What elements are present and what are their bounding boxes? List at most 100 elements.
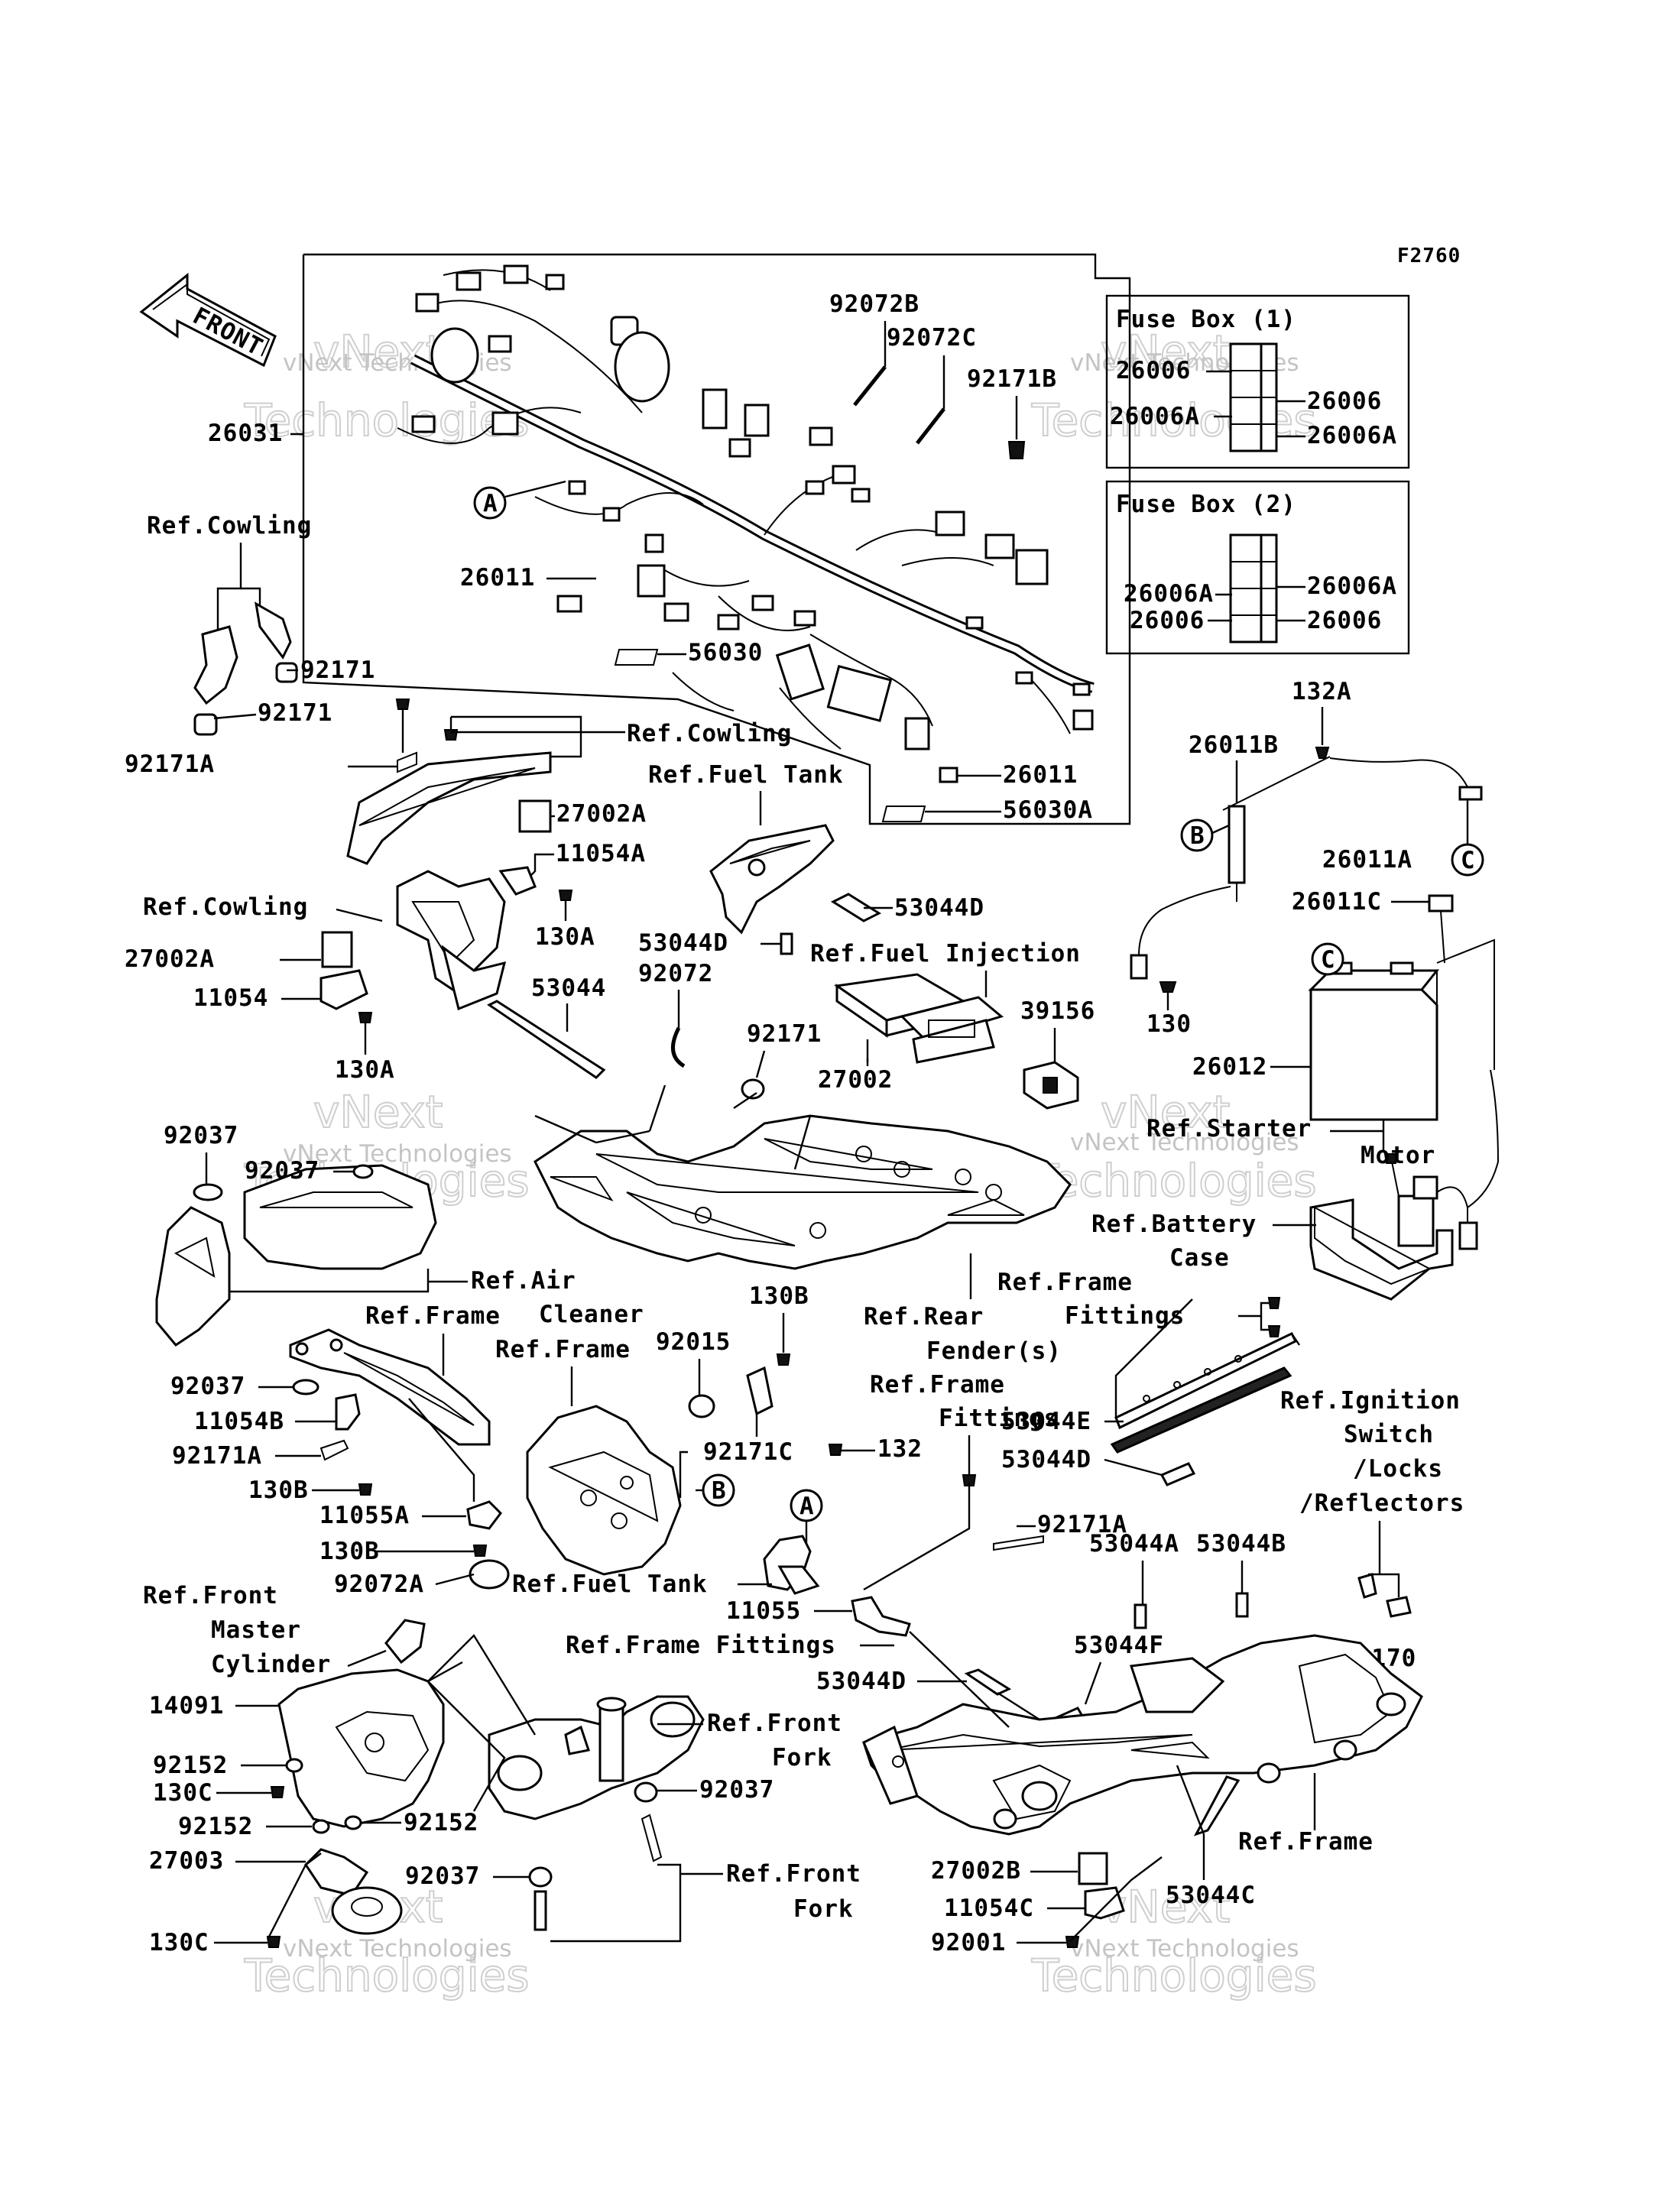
part-label: 53044 <box>531 974 606 1002</box>
part-label: 130 <box>1146 1010 1192 1038</box>
ref-label: /Locks <box>1353 1455 1443 1483</box>
part-label: 53044D <box>894 894 984 922</box>
part-label: 92171 <box>300 656 375 684</box>
ref-label: Ref.Fuel Injection <box>810 940 1081 968</box>
part-label: 130A <box>535 923 595 951</box>
watermark-text: vNext Technologies <box>1070 1935 1299 1963</box>
part-label: 11055 <box>726 1597 801 1625</box>
frame-strips <box>1110 1332 1300 1486</box>
ref-label: Ref.Air <box>471 1267 576 1295</box>
part-label: 92152 <box>404 1809 478 1836</box>
relay-39156 <box>1023 1061 1079 1110</box>
part-label: 53044C <box>1166 1882 1256 1909</box>
ref-label: Ref.Front <box>143 1582 278 1609</box>
part-label: 27003 <box>149 1847 224 1875</box>
part-label: 92072 <box>638 960 713 987</box>
part-label: 53044D <box>816 1668 906 1695</box>
ref-label: Fittings <box>1065 1302 1185 1330</box>
part-label: 132A <box>1292 678 1352 705</box>
part-label: 56030A <box>1003 796 1093 824</box>
frame-bracket <box>289 1328 491 1446</box>
marker-c-circle <box>1311 942 1344 976</box>
fuse-label: 26006A <box>1110 403 1200 430</box>
part-label: 130B <box>749 1282 809 1310</box>
fuse-label: 26006 <box>1116 357 1191 384</box>
part-label: 27002A <box>125 945 215 973</box>
ref-label: Ref.Front <box>726 1860 861 1888</box>
air-cleaner-cover <box>155 1164 437 1347</box>
part-label: 92171A <box>172 1442 262 1470</box>
part-label: 92037 <box>245 1157 319 1185</box>
fuse-box-1: Fuse Box (1) 26006 26006A 26006 26006A <box>1105 294 1410 469</box>
watermark-big: vNext <box>1101 326 1230 378</box>
part-label: 92037 <box>170 1373 245 1400</box>
ecu-unit <box>834 973 1004 1064</box>
ref-label: Ref.Fuel Tank <box>648 761 844 789</box>
part-label: 92072A <box>334 1571 424 1598</box>
ref-label: Fittings <box>939 1405 1059 1432</box>
ref-label: Ref.Cowling <box>143 893 308 921</box>
strip-53044D <box>830 893 882 922</box>
watermark-text: vNext Technologies <box>283 1140 512 1168</box>
ref-label: Fender(s) <box>926 1337 1062 1365</box>
part-label: 26011C <box>1292 888 1382 916</box>
part-label: 53044D <box>1001 1446 1091 1473</box>
rear-fender-frame <box>534 1114 1072 1270</box>
ref-label: Ref.Frame <box>997 1269 1133 1296</box>
ref-label: Case <box>1169 1244 1230 1272</box>
watermark-text: vNext Technologies <box>1070 1129 1299 1156</box>
part-label: 92152 <box>153 1752 228 1779</box>
part-label: 92037 <box>699 1776 774 1804</box>
part-label: 53044D <box>638 929 728 957</box>
watermark-text: vNext Technologies <box>283 1935 512 1963</box>
ref-label: Master <box>211 1616 301 1644</box>
watermark-big: Technologies <box>1031 1950 1317 2002</box>
fuse-box-1-title: Fuse Box (1) <box>1116 306 1296 333</box>
fuse-box-2: Fuse Box (2) 26006A 26006 26006A 26006 <box>1105 480 1410 655</box>
battery <box>1308 938 1500 1208</box>
part-label: 92171A <box>125 750 215 778</box>
part-label: 92001 <box>931 1929 1006 1956</box>
marker-b-label: B <box>712 1477 727 1505</box>
ref-label: Fork <box>772 1744 832 1771</box>
cowling-stay <box>346 715 582 865</box>
ref-label: Ref.Cowling <box>147 512 312 540</box>
ref-label: Ref.Frame <box>1238 1828 1374 1856</box>
part-label: 53044F <box>1074 1632 1164 1659</box>
fuse-label: 26006A <box>1307 422 1397 449</box>
diagram-code: F2760 <box>1397 245 1461 267</box>
watermark-big: Technologies <box>244 394 530 446</box>
wiring-harness <box>397 264 1095 750</box>
ref-label: Ref.Ignition <box>1280 1387 1461 1415</box>
part-label: 39156 <box>1020 997 1095 1025</box>
part-label: 11054B <box>194 1408 284 1435</box>
battery-case <box>1309 1198 1454 1301</box>
part-label: 11054 <box>193 984 268 1012</box>
part-label: 14091 <box>149 1692 224 1720</box>
fuse-label: 26006 <box>1307 607 1382 634</box>
part-label: 26011 <box>1003 761 1078 789</box>
fuel-tank-lower-bracket <box>763 1535 820 1595</box>
frame-side-bracket <box>526 1405 682 1576</box>
part-label: 53044A <box>1089 1530 1179 1558</box>
marker-c-label: C <box>1461 847 1476 874</box>
ref-label: /Reflectors <box>1299 1489 1464 1517</box>
part-label: 92171C <box>703 1438 793 1466</box>
part-label: 26011 <box>460 564 535 592</box>
part-label: 92152 <box>178 1813 253 1840</box>
part-label: 92171 <box>747 1020 822 1048</box>
ref-label: Ref.Front <box>707 1710 842 1737</box>
cowling-bracket <box>193 601 298 736</box>
part-label: 92015 <box>656 1328 731 1356</box>
part-label: 130C <box>149 1929 209 1956</box>
ref-label: Ref.Frame <box>870 1371 1005 1399</box>
ref-label: Ref.Frame <box>365 1302 501 1330</box>
marker-b-circle <box>1180 818 1214 852</box>
part-label: 56030 <box>688 639 763 666</box>
part-label: 92171B <box>967 365 1057 393</box>
ref-label: Ref.Frame <box>495 1336 631 1363</box>
watermark-big: vNext <box>313 1086 443 1138</box>
inner-cover-14091 <box>277 1668 445 1935</box>
